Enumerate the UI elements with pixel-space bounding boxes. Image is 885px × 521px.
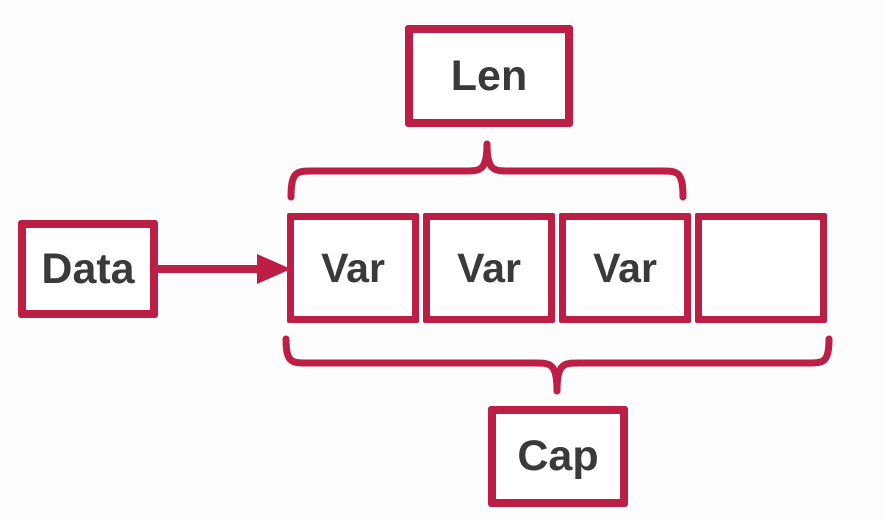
array-row: Var Var Var: [287, 213, 827, 323]
array-cell: Var: [559, 213, 691, 323]
cap-label: Cap: [517, 432, 599, 480]
len-label: Len: [450, 51, 528, 100]
cap-brace: [282, 335, 833, 395]
data-arrow: [155, 254, 291, 284]
len-box: Len: [405, 25, 573, 127]
cap-box: Cap: [488, 406, 628, 507]
data-label: Data: [41, 244, 135, 293]
len-brace: [287, 140, 687, 201]
array-cell-empty: [695, 213, 827, 323]
cell-label: Var: [321, 244, 385, 291]
data-arrow-head: [257, 254, 291, 284]
array-cell: Var: [287, 213, 419, 323]
cell-label: Var: [457, 244, 521, 291]
data-box: Data: [18, 220, 158, 318]
array-cell: Var: [423, 213, 555, 323]
cell-label: Var: [593, 244, 657, 291]
